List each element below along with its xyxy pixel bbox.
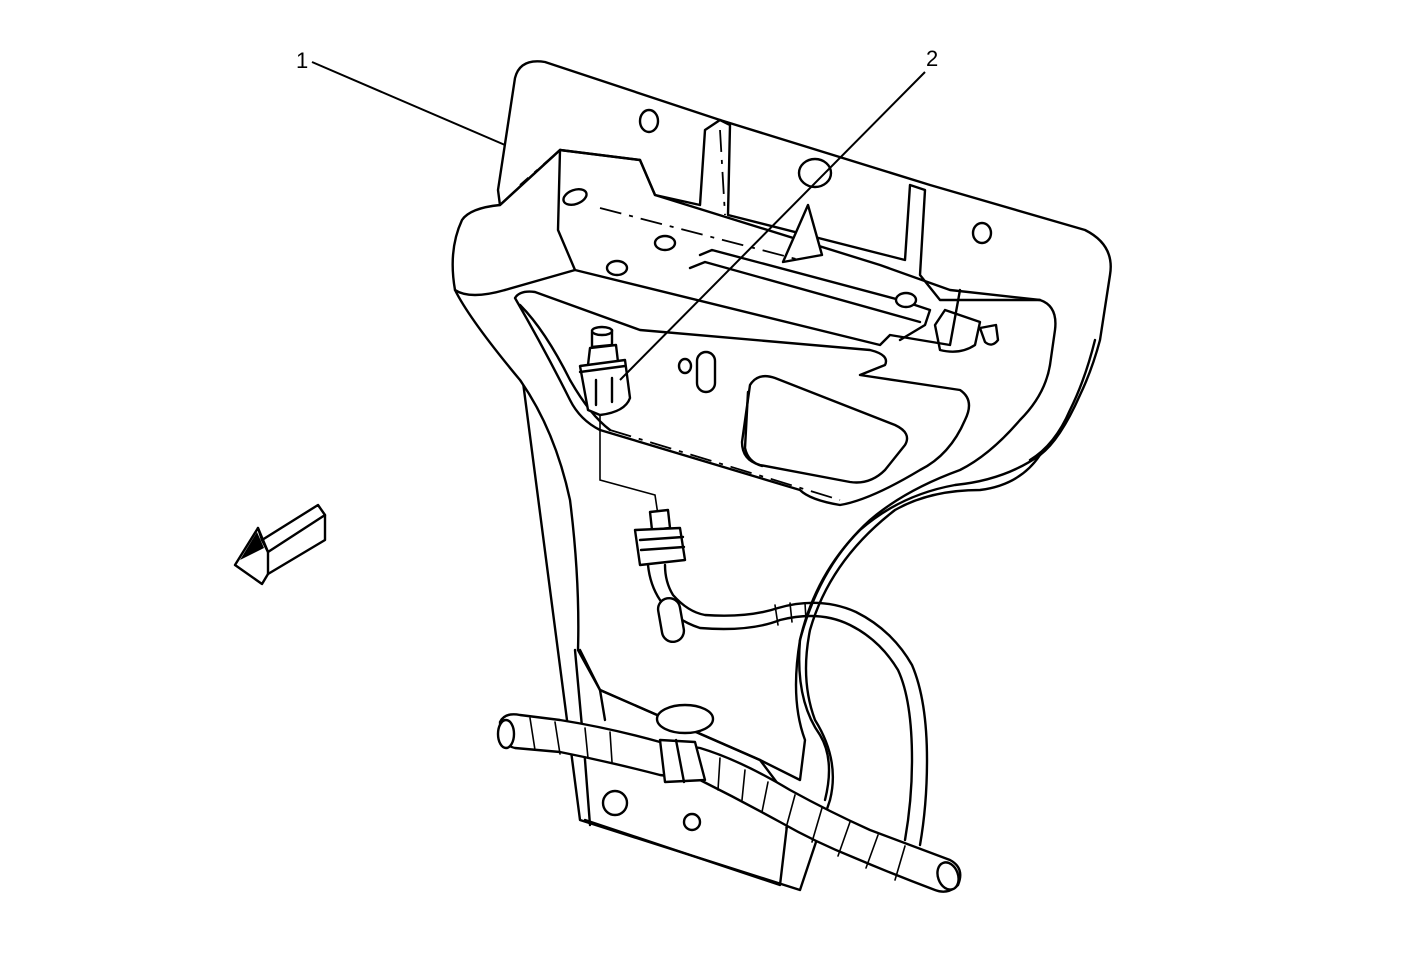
callout-2-label: 2: [926, 46, 938, 71]
hole: [601, 789, 629, 817]
leader-line-2: [619, 71, 926, 381]
leader-line-1: [311, 61, 506, 146]
main-wire-harness: [496, 713, 962, 893]
hole: [797, 157, 833, 189]
mounting-bracket: [451, 60, 1112, 892]
slot: [562, 188, 588, 206]
hole: [655, 703, 715, 735]
hole: [894, 291, 918, 309]
hole: [605, 259, 629, 277]
hidden-lines: [519, 129, 841, 501]
bracket-right-tab: [933, 308, 982, 353]
bracket-gusset: [781, 203, 824, 264]
hole: [971, 221, 993, 245]
bracket-holes: [562, 108, 993, 832]
callout-1-label: 1: [296, 48, 308, 73]
slot: [695, 350, 717, 394]
callout-leaders: [311, 61, 926, 381]
sensor-switch: [578, 325, 632, 417]
harness-connector: [599, 414, 929, 847]
direction-arrow-icon: [233, 503, 327, 586]
bracket-top-ledge: [498, 118, 1042, 302]
bracket-upper-window: [513, 290, 971, 507]
wire-clip: [656, 596, 686, 644]
hole: [638, 108, 660, 134]
hole: [677, 357, 693, 375]
hole: [682, 812, 702, 832]
hole: [653, 234, 677, 252]
